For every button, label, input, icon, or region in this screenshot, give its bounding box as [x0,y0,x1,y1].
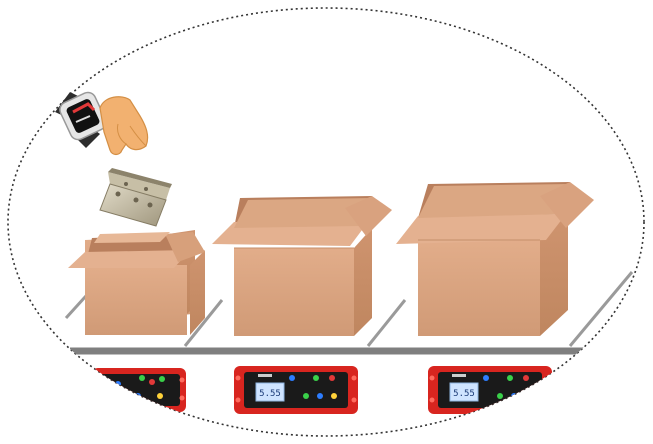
control-device-middle: 5.55 [234,366,358,414]
control-device-left [92,368,186,412]
control-device-right: 5.55 [428,366,552,414]
cardboard-box-large [396,182,594,336]
device-display-right: 5.55 [453,389,475,399]
cardboard-box-small [68,230,205,335]
device-display-middle: 5.55 [259,389,281,399]
cardboard-box-medium [212,196,392,336]
